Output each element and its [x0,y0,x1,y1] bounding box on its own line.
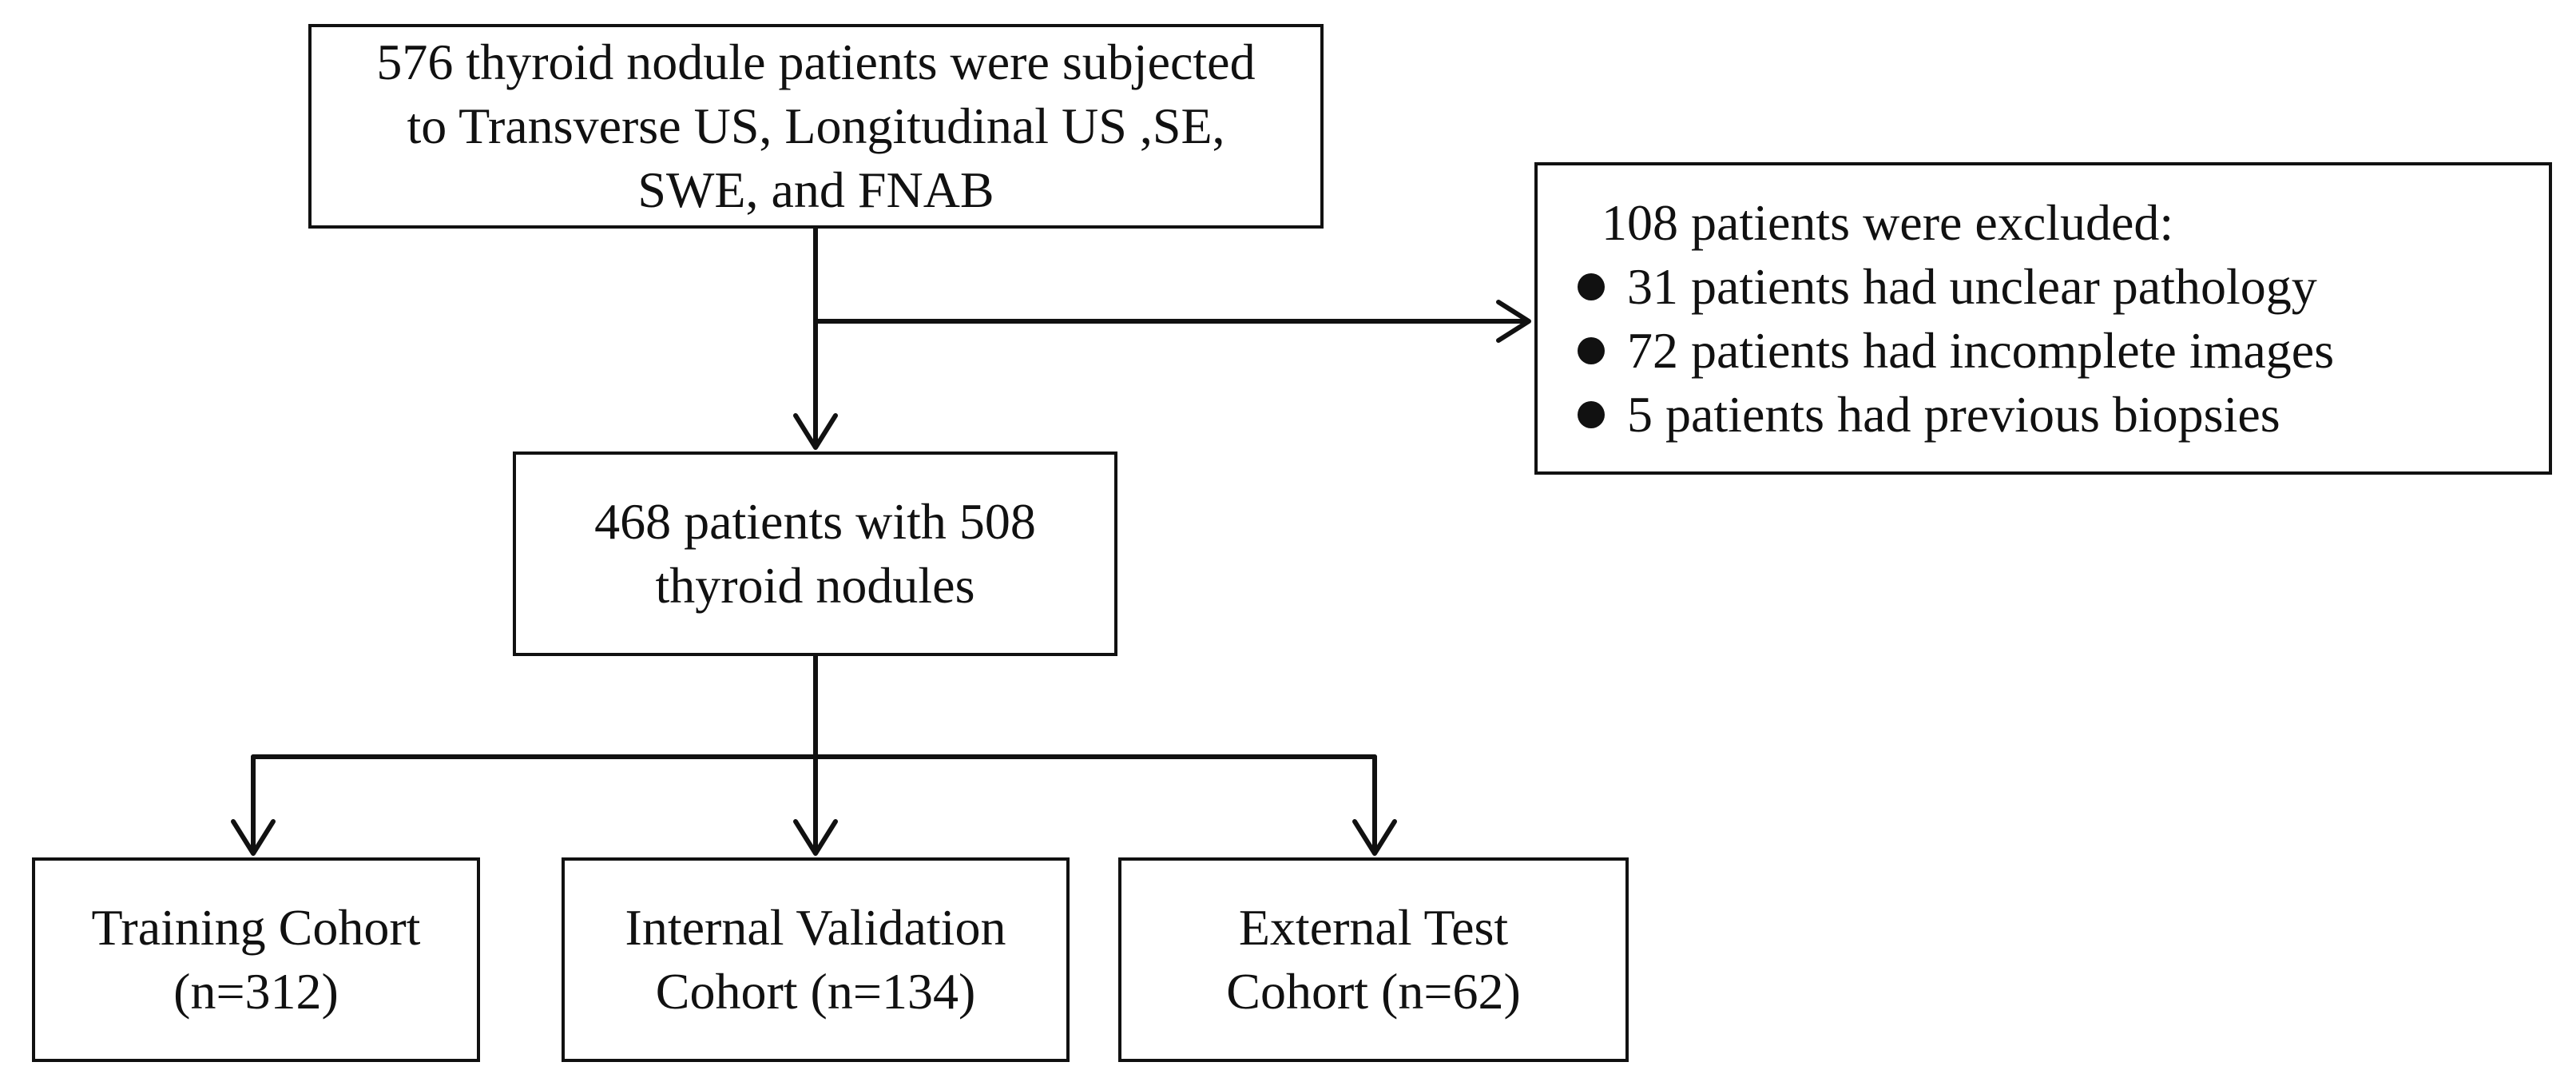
arrowhead-excluded [1496,300,1531,343]
exclusion-item: 31 patients had unclear pathology [1578,255,2334,319]
arrowhead-eligible [793,413,838,450]
external-test-label: External Test [1238,899,1509,956]
internal-validation-label: Internal Validation [625,899,1006,956]
exclusion-item-text: 31 patients had unclear pathology [1627,257,2317,315]
arrowhead-internal [793,819,838,856]
bullet-icon [1578,400,1605,428]
eligible-text-line-1: 468 patients with 508 [594,493,1036,550]
internal-validation-count: Cohort (n=134) [655,963,976,1020]
eligible-text-line-2: thyroid nodules [655,557,975,614]
eligible-patients-box: 468 patients with 508 thyroid nodules [513,451,1117,656]
internal-validation-cohort-box: Internal Validation Cohort (n=134) [562,857,1070,1062]
bullet-icon [1578,272,1605,300]
training-cohort-box: Training Cohort (n=312) [32,857,480,1062]
exclusion-item: 5 patients had previous biopsies [1578,383,2334,447]
exclusion-title: 108 patients were excluded: [1602,193,2174,251]
enrollment-text-line-3: SWE, and FNAB [637,161,994,218]
enrollment-box: 576 thyroid nodule patients were subject… [308,24,1324,229]
arrowhead-training [231,819,276,856]
external-test-count: Cohort (n=62) [1226,963,1521,1020]
arrowhead-external [1352,819,1397,856]
exclusion-list: 31 patients had unclear pathology 72 pat… [1578,255,2334,447]
exclusion-item-text: 72 patients had incomplete images [1627,321,2335,379]
enrollment-text-line-1: 576 thyroid nodule patients were subject… [376,34,1256,90]
exclusion-item-text: 5 patients had previous biopsies [1627,385,2280,443]
exclusion-item: 72 patients had incomplete images [1578,319,2334,383]
training-cohort-count: (n=312) [173,963,339,1020]
training-cohort-label: Training Cohort [91,899,421,956]
exclusion-box: 108 patients were excluded: 31 patients … [1534,162,2552,475]
bullet-icon [1578,336,1605,364]
enrollment-text-line-2: to Transverse US, Longitudinal US ,SE, [407,97,1225,154]
external-test-cohort-box: External Test Cohort (n=62) [1118,857,1629,1062]
